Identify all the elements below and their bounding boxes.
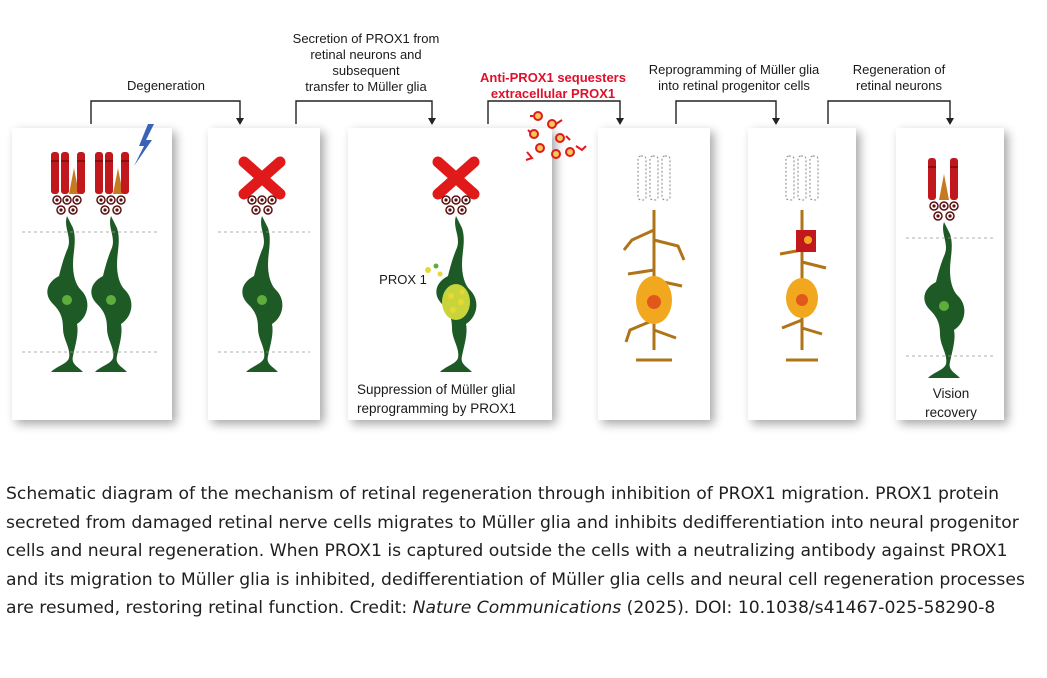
prox1-transfer-neuron [432,156,480,372]
caption-main-text: Schematic diagram of the mechanism of re… [6,484,1025,619]
muller-glia-reprogramming [622,155,686,362]
label-secretion: Secretion of PROX1 from retinal neurons … [292,31,440,94]
lightning-icon [134,124,154,166]
damaged-neuron [238,156,286,372]
label-degeneration: Degeneration [126,78,206,93]
panel-1-card [12,128,172,420]
diagram-canvas [12,100,1004,420]
label-prox1-tag: PROX 1 [379,272,427,287]
caption-doi: (2025). DOI: 10.1038/s41467-025-58290-8 [621,598,996,619]
label-anti-prox1: Anti-PROX1 sequesters extracellular PROX… [480,70,626,101]
label-suppression: Suppression of Müller glial reprogrammin… [357,382,517,416]
retinal-progenitor-cell [779,155,827,362]
label-reprogramming: Reprogramming of Müller glia into retina… [648,62,820,93]
label-regeneration: Regeneration of retinal neurons [852,62,946,93]
cross-mark-icon [432,156,480,200]
bracket-arrows [90,100,951,124]
figure-caption: Schematic diagram of the mechanism of re… [6,480,1044,623]
arrow-heads [236,118,954,125]
retina-regeneration-diagram: Degeneration Secretion of PROX1 from ret… [12,31,1004,420]
cross-mark-icon [238,156,286,200]
antibody-cluster-icon [525,111,587,161]
prox1-particles [425,263,443,277]
caption-journal: Nature Communications [412,598,622,619]
label-vision-recovery: Vision recovery [925,386,977,420]
